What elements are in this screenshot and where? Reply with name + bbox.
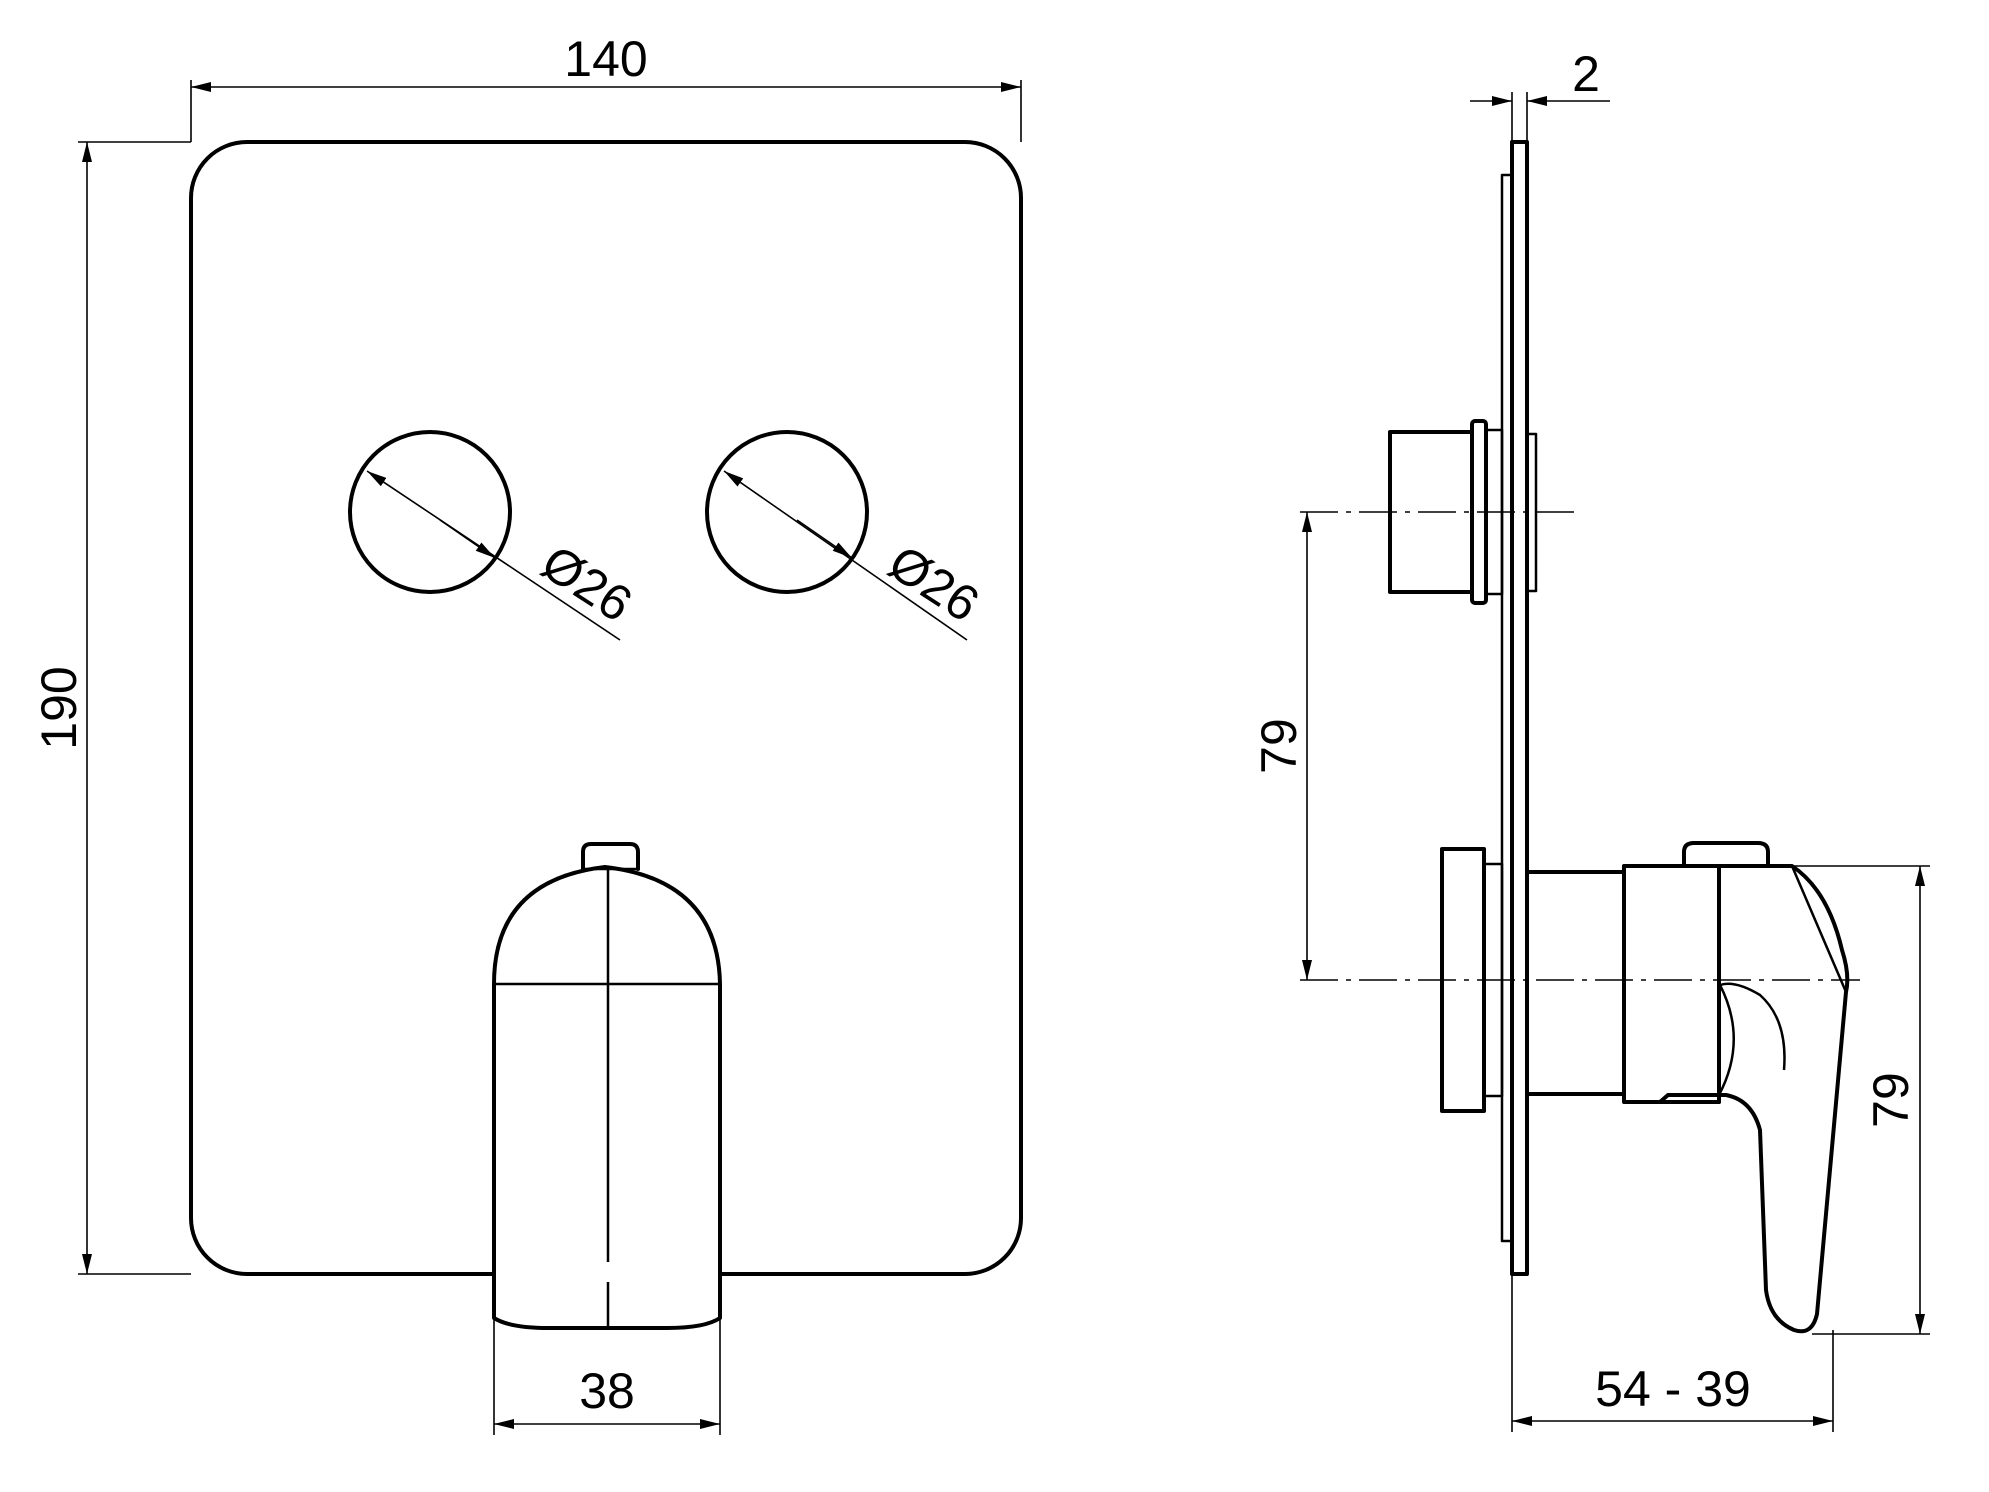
left-diameter-arrow-end xyxy=(439,519,496,559)
width-label: 140 xyxy=(564,31,647,87)
plate-profile xyxy=(1510,140,1529,1276)
side-view: 2 79 79 54 - 39 xyxy=(1251,46,1930,1432)
handle-cap xyxy=(581,842,640,871)
lever-height-label: 79 xyxy=(1863,1072,1919,1128)
left-knob xyxy=(348,430,512,594)
lever-facet xyxy=(1790,865,1848,993)
lever-profile xyxy=(1658,864,1850,1334)
plate-backing xyxy=(1500,173,1514,1243)
lever-hub xyxy=(1622,864,1721,1104)
plate-gap-mask xyxy=(496,1262,718,1282)
handle-width-label: 38 xyxy=(579,1363,635,1419)
cover-plate xyxy=(189,140,1023,1276)
center-distance-label: 79 xyxy=(1251,718,1307,774)
depth-label: 54 - 39 xyxy=(1595,1361,1751,1417)
lever-cap xyxy=(1682,841,1770,868)
cartridge-body xyxy=(1525,870,1626,1096)
lever-inner-curve xyxy=(1717,982,1786,1096)
right-knob xyxy=(705,430,869,594)
height-label: 190 xyxy=(31,666,87,749)
front-view: Ø26 Ø26 140 190 38 xyxy=(31,31,1023,1435)
plate-thickness-label: 2 xyxy=(1572,46,1600,102)
handle-body xyxy=(492,865,722,1330)
right-diameter-arrow-end xyxy=(796,519,853,559)
